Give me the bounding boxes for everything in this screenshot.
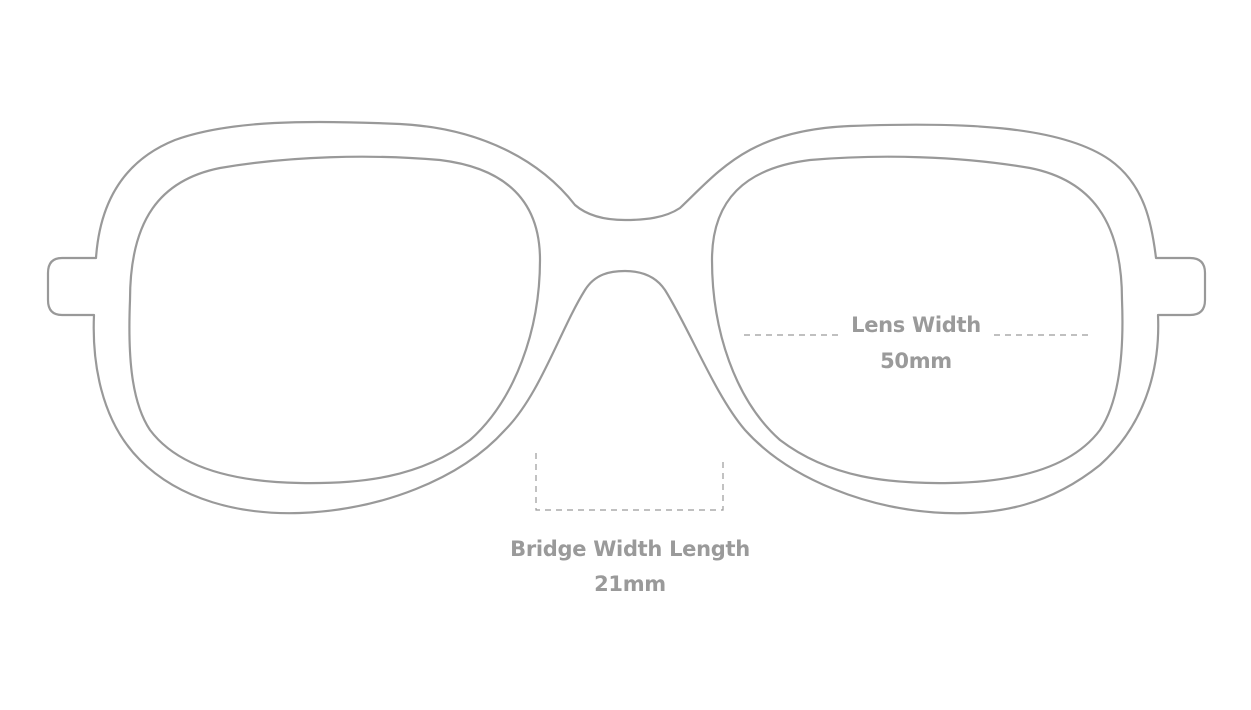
lens-width-value: 50mm: [880, 349, 952, 373]
lens-width-label: Lens Width: [851, 313, 981, 337]
bridge-width-value: 21mm: [594, 572, 666, 596]
bridge-width-label: Bridge Width Length: [510, 537, 750, 561]
right-lens-outline: [710, 155, 1124, 485]
left-lens-outline: [128, 155, 542, 485]
bridge-width-bracket: [535, 453, 724, 511]
frame-outer-outline: [46, 120, 1207, 515]
